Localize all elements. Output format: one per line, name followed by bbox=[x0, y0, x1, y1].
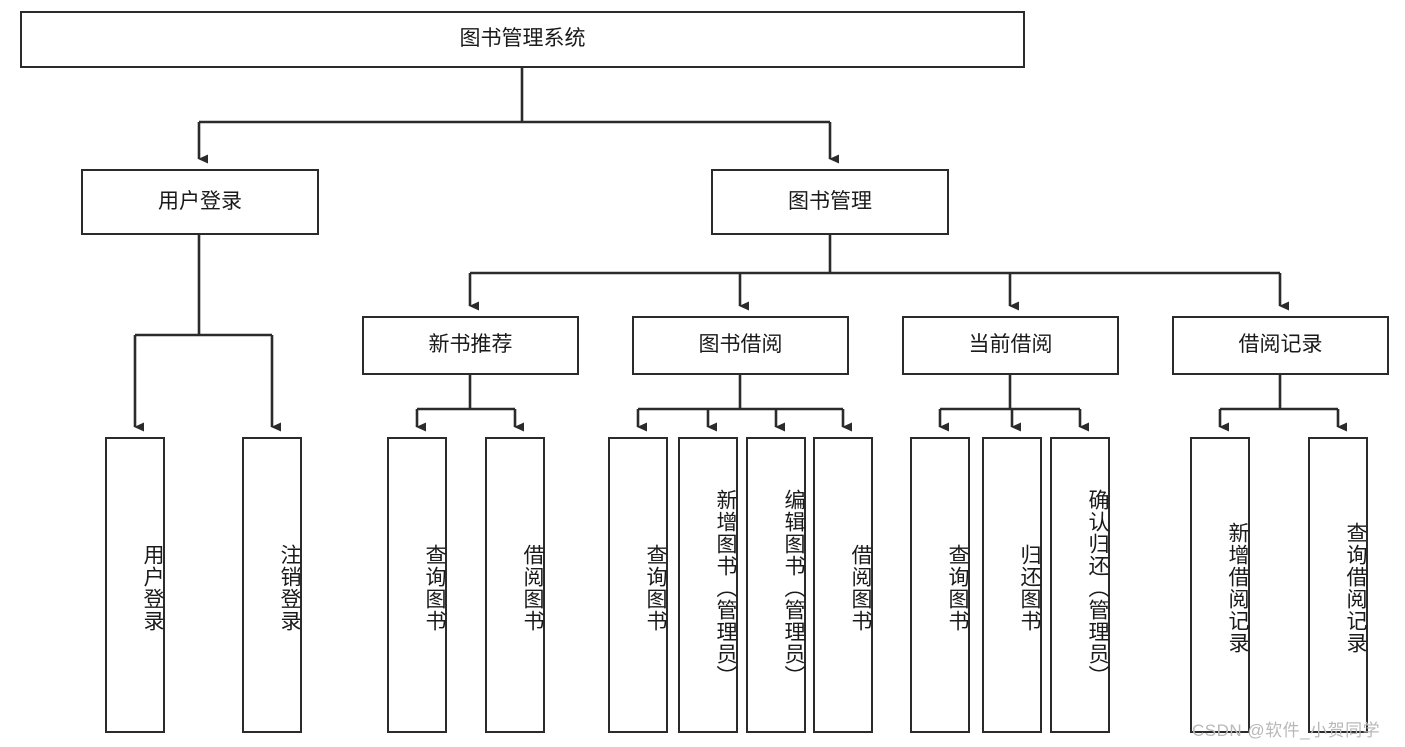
node-book-borrowing[interactable]: 图书借阅 bbox=[632, 316, 849, 375]
node-leaf-user-login-label: 用户登录 bbox=[141, 544, 164, 632]
edge-group-root bbox=[197, 68, 839, 164]
node-leaf-query-books-new[interactable]: 查询图书 bbox=[387, 437, 447, 733]
node-leaf-query-books-new-label: 查询图书 bbox=[423, 544, 446, 632]
node-book-borrowing-label: 图书借阅 bbox=[698, 333, 783, 357]
node-leaf-confirm-return-admin-label: 确认归还（管理员） bbox=[1086, 489, 1109, 687]
node-leaf-add-book-admin[interactable]: 新增图书（管理员） bbox=[678, 437, 738, 733]
node-leaf-borrow-books[interactable]: 借阅图书 bbox=[813, 437, 873, 733]
node-leaf-query-books-current[interactable]: 查询图书 bbox=[910, 437, 970, 733]
node-leaf-query-books-borrow-label: 查询图书 bbox=[644, 544, 667, 632]
node-leaf-add-book-admin-label: 新增图书（管理员） bbox=[714, 489, 737, 687]
node-leaf-user-login[interactable]: 用户登录 bbox=[105, 437, 165, 733]
node-leaf-edit-book-admin-label: 编辑图书（管理员） bbox=[782, 489, 805, 687]
edge-group-records bbox=[1218, 375, 1347, 432]
node-leaf-borrow-books-label: 借阅图书 bbox=[849, 544, 872, 632]
node-leaf-query-books-current-label: 查询图书 bbox=[946, 544, 969, 632]
node-leaf-confirm-return-admin[interactable]: 确认归还（管理员） bbox=[1050, 437, 1110, 733]
node-user-login[interactable]: 用户登录 bbox=[81, 169, 319, 235]
node-current-borrowing-label: 当前借阅 bbox=[968, 333, 1053, 357]
node-user-login-label: 用户登录 bbox=[158, 189, 242, 213]
edge-group-user-login bbox=[133, 235, 281, 432]
node-book-management-label: 图书管理 bbox=[788, 189, 872, 213]
node-book-management[interactable]: 图书管理 bbox=[711, 169, 949, 235]
node-leaf-return-books[interactable]: 归还图书 bbox=[982, 437, 1042, 733]
edge-group-borrow bbox=[636, 375, 852, 432]
edge-group-book-mgmt bbox=[468, 235, 1289, 311]
node-leaf-edit-book-admin[interactable]: 编辑图书（管理员） bbox=[746, 437, 806, 733]
node-leaf-add-borrow-record[interactable]: 新增借阅记录 bbox=[1190, 437, 1250, 733]
node-borrowing-records[interactable]: 借阅记录 bbox=[1172, 316, 1389, 375]
node-leaf-borrow-books-new-label: 借阅图书 bbox=[521, 544, 544, 632]
node-leaf-logout-label: 注销登录 bbox=[278, 544, 301, 632]
node-leaf-add-borrow-record-label: 新增借阅记录 bbox=[1226, 522, 1249, 654]
node-leaf-query-borrow-record[interactable]: 查询借阅记录 bbox=[1308, 437, 1368, 733]
node-new-book-recommendation-label: 新书推荐 bbox=[428, 333, 513, 357]
edge-group-current bbox=[938, 375, 1089, 432]
node-root-label: 图书管理系统 bbox=[459, 27, 586, 51]
node-root[interactable]: 图书管理系统 bbox=[20, 11, 1025, 68]
node-leaf-query-books-borrow[interactable]: 查询图书 bbox=[608, 437, 668, 733]
node-leaf-return-books-label: 归还图书 bbox=[1018, 544, 1041, 632]
node-leaf-logout[interactable]: 注销登录 bbox=[242, 437, 302, 733]
node-new-book-recommendation[interactable]: 新书推荐 bbox=[362, 316, 579, 375]
node-current-borrowing[interactable]: 当前借阅 bbox=[902, 316, 1119, 375]
node-leaf-borrow-books-new[interactable]: 借阅图书 bbox=[485, 437, 545, 733]
node-leaf-query-borrow-record-label: 查询借阅记录 bbox=[1344, 522, 1367, 654]
edge-group-new-books bbox=[415, 375, 524, 432]
node-borrowing-records-label: 借阅记录 bbox=[1238, 333, 1323, 357]
